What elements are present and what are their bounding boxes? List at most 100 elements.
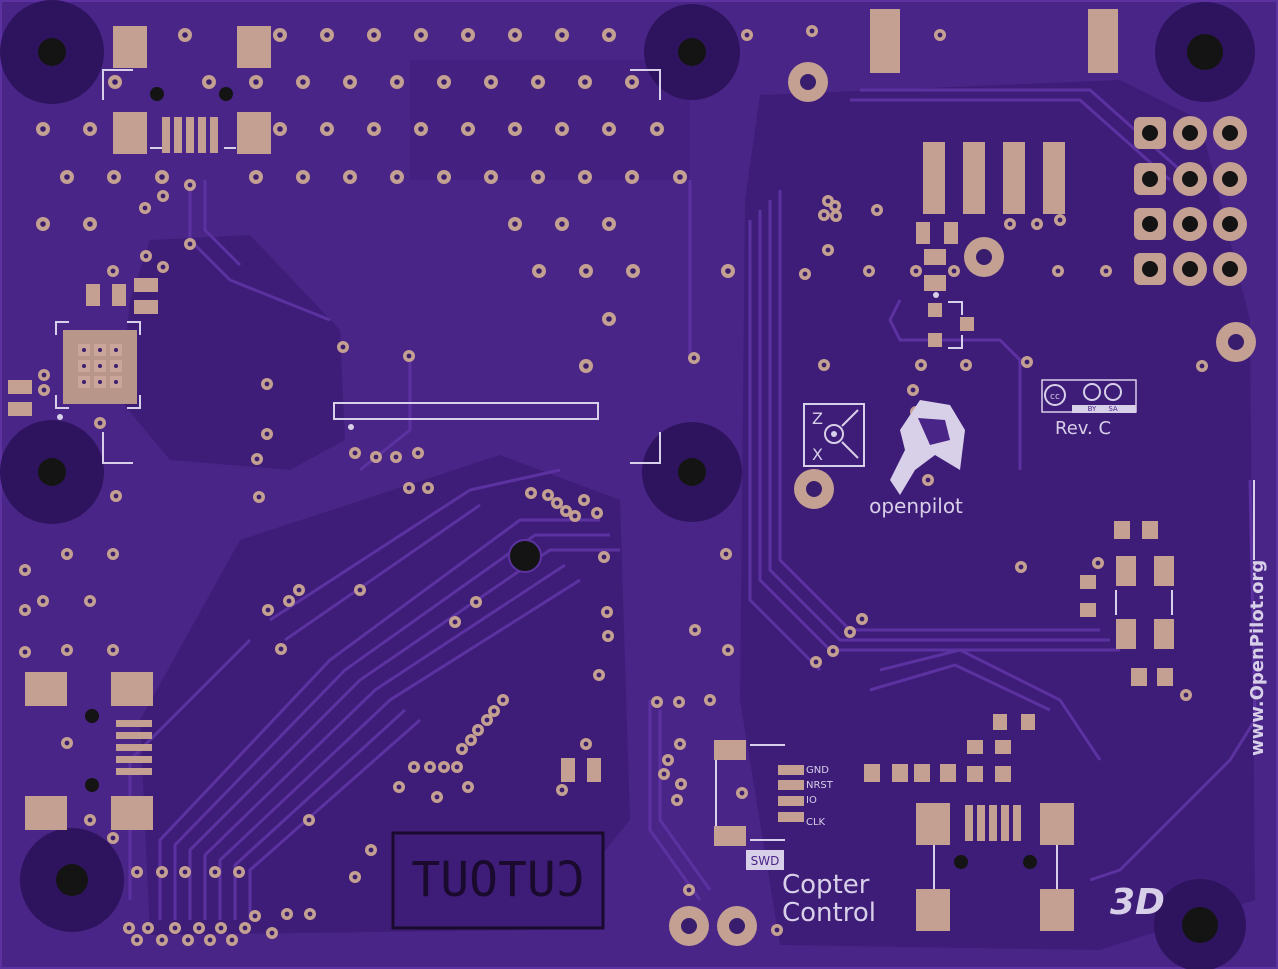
via [320, 28, 334, 42]
brand-label: openpilot [869, 494, 963, 518]
via [871, 204, 883, 216]
via [688, 352, 700, 364]
mount-hole-mid-center [642, 422, 742, 522]
servo-pin [1213, 252, 1247, 286]
via [209, 866, 221, 878]
via [393, 781, 405, 793]
vias [19, 25, 1208, 946]
cc-by-label: BY [1088, 405, 1097, 413]
via [720, 548, 732, 560]
via [304, 908, 316, 920]
via [83, 122, 97, 136]
via [320, 122, 334, 136]
via [131, 934, 143, 946]
via [343, 75, 357, 89]
via [142, 922, 154, 934]
mount-hole-bottom-right [1154, 879, 1246, 969]
via [437, 170, 451, 184]
via [390, 451, 402, 463]
via [424, 761, 436, 773]
via [601, 606, 613, 618]
via [249, 170, 263, 184]
via [721, 264, 735, 278]
svg-text:cc: cc [1050, 392, 1060, 402]
via [414, 28, 428, 42]
servo-pin [1173, 252, 1207, 286]
revision-label: Rev. C [1055, 418, 1111, 439]
via [233, 866, 245, 878]
center-via-large [508, 539, 542, 573]
via [182, 934, 194, 946]
via [915, 359, 927, 371]
mount-hole-top-right [1155, 2, 1255, 102]
product-name-line2: Control [782, 898, 876, 928]
via [251, 453, 263, 465]
via [169, 922, 181, 934]
via [19, 646, 31, 658]
mcu-chip [78, 344, 122, 388]
via [689, 624, 701, 636]
via [922, 474, 934, 486]
via [303, 814, 315, 826]
silkscreen-outlines [55, 69, 1255, 889]
via [602, 217, 616, 231]
via [296, 170, 310, 184]
via [508, 217, 522, 231]
via [422, 482, 434, 494]
via [273, 28, 287, 42]
axis-orientation-icon: Z X [803, 403, 865, 467]
via [602, 122, 616, 136]
swd-io-label: IO [806, 795, 817, 806]
swd-pin-labels: GND NRST IO CLK [806, 765, 834, 828]
via [626, 264, 640, 278]
servo-pin [1213, 207, 1247, 241]
via [910, 265, 922, 277]
mount-hole-bottom-left [20, 828, 124, 932]
via [465, 734, 477, 746]
via [156, 934, 168, 946]
cutout-text: CUTOUT [411, 852, 584, 908]
via [579, 264, 593, 278]
traces [128, 88, 1257, 920]
via [438, 761, 450, 773]
via [484, 170, 498, 184]
via [625, 75, 639, 89]
via [683, 884, 695, 896]
via [123, 922, 135, 934]
via [578, 494, 590, 506]
via [249, 910, 261, 922]
via [532, 264, 546, 278]
via [1052, 265, 1064, 277]
via [281, 908, 293, 920]
via [283, 595, 295, 607]
via [38, 384, 50, 396]
via [266, 927, 278, 939]
via [365, 844, 377, 856]
swd-tag: SWD [746, 850, 784, 870]
servo-pin [1134, 208, 1166, 240]
via [508, 28, 522, 42]
via [462, 781, 474, 793]
via [390, 170, 404, 184]
servo-pin [1213, 162, 1247, 196]
via [193, 922, 205, 934]
via [674, 738, 686, 750]
via [449, 616, 461, 628]
via [215, 922, 227, 934]
smd-pads [8, 9, 1174, 931]
via [36, 217, 50, 231]
via [1031, 218, 1043, 230]
via [907, 384, 919, 396]
via [470, 596, 482, 608]
via [830, 210, 842, 222]
via [818, 209, 830, 221]
axis-x-label: X [812, 445, 823, 464]
via [107, 832, 119, 844]
via [37, 595, 49, 607]
via [107, 548, 119, 560]
swd-clk-label: CLK [806, 817, 826, 828]
via [273, 122, 287, 136]
via [178, 28, 192, 42]
via [131, 866, 143, 878]
